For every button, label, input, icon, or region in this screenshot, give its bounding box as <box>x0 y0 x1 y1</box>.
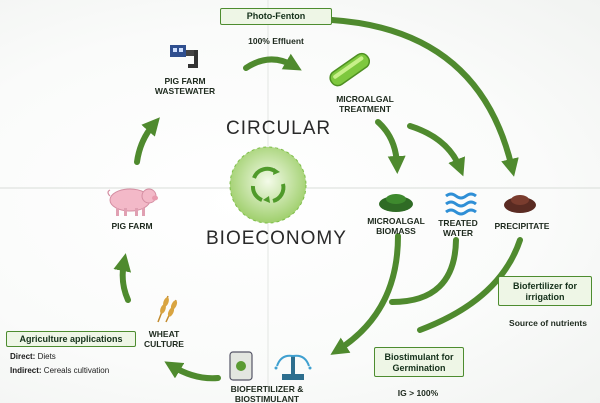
indirect-label: Indirect: <box>10 366 42 375</box>
precipitate-label: PRECIPITATE <box>494 221 550 231</box>
arrow-wastewater-to-treatment <box>243 53 302 71</box>
pig-farm-wastewater-label: PIG FARM WASTEWATER <box>154 76 216 96</box>
treated-water-label: TREATED WATER <box>438 218 478 238</box>
agriculture-direct-line: Direct: Diets <box>10 352 56 361</box>
arrow-treatment-to-biomass <box>375 119 406 174</box>
wheat-icon <box>157 295 178 323</box>
biofertilizer-irrigation-box: Biofertilizer for irrigation <box>498 276 592 306</box>
sprinkler-icon <box>274 354 312 380</box>
pig-farm-label: PIG FARM <box>111 221 153 231</box>
biostimulant-note: IG > 100% <box>397 388 439 398</box>
biostimulant-box: Biostimulant for Germination <box>374 347 464 377</box>
arrow-fenton-to-precipitate <box>329 17 519 177</box>
biofertilizer-biostimulant-label: BIOFERTILIZER & BIOSTIMULANT <box>230 384 304 403</box>
pig-icon <box>107 188 158 216</box>
arrow-water-merge <box>389 237 459 305</box>
arrow-treatment-to-water <box>407 123 466 177</box>
arrow-biomass-to-biostimulant <box>330 233 401 355</box>
fertilizer-bag-icon <box>229 351 253 381</box>
arrow-wheat-to-pig <box>113 253 132 303</box>
center-title-circular: CIRCULAR <box>226 118 332 139</box>
globe-recycle-icon <box>229 146 307 224</box>
microalgal-biomass-label: MICROALGAL BIOMASS <box>367 216 425 236</box>
wheat-culture-label: WHEAT CULTURE <box>144 329 184 349</box>
agriculture-indirect-line: Indirect: Cereals cultivation <box>10 366 109 375</box>
arrow-precipitate-merge <box>417 237 523 333</box>
agriculture-applications-box: Agriculture applications <box>6 331 136 347</box>
water-waves-icon <box>445 192 477 216</box>
factory-icon <box>170 45 198 68</box>
arrow-biofertilizer-to-wheat <box>164 361 221 382</box>
center-title-bioeconomy: BIOECONOMY <box>206 228 347 249</box>
microalgae-tube-icon <box>329 52 371 87</box>
photo-fenton-box: Photo-Fenton <box>220 8 332 25</box>
microalgal-treatment-label: MICROALGAL TREATMENT <box>336 94 394 114</box>
direct-label: Direct: <box>10 352 36 361</box>
biofertilizer-irrigation-note: Source of nutrients <box>509 318 587 328</box>
direct-value: Diets <box>37 352 56 361</box>
arrow-pig-to-wastewater <box>134 117 160 165</box>
photo-fenton-note: 100% Effluent <box>248 36 304 46</box>
indirect-value: Cereals cultivation <box>43 366 110 375</box>
